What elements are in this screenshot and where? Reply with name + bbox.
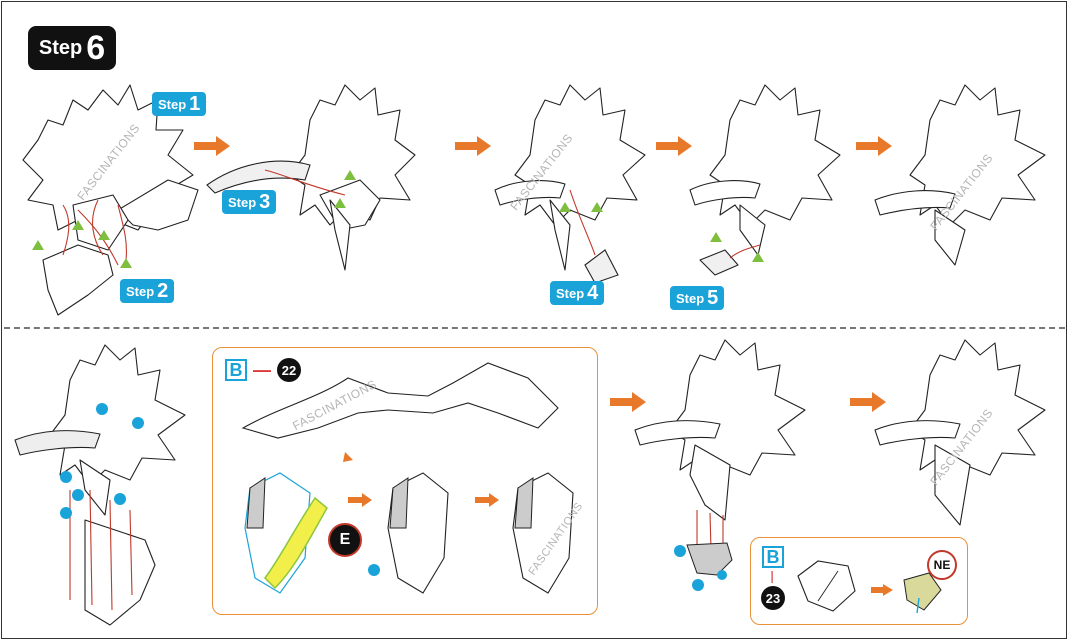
step4-callout-word: Step [556,285,585,301]
fold-step-b [387,472,449,594]
orange-right-arrow-icon [610,392,646,412]
orange-right-arrow-icon [856,136,892,156]
flat-part-23 [797,560,856,612]
step2-callout-word: Step [126,283,155,299]
part-code-dash: — [253,359,271,380]
fold-step-c [512,472,574,594]
model-drawing-7 [634,339,806,551]
orange-down-left-arrow-icon [343,446,359,462]
part-jaw-step3 [206,160,346,196]
step2-callout-number: 2 [157,279,169,302]
part-23-attach [674,542,733,591]
model-drawing-3 [494,84,646,271]
model-drawing-6 [14,344,186,626]
part-number-circle: 23 [761,586,785,610]
folded-part-23 [903,572,942,614]
sheet-letter-box: B [762,546,784,568]
model-drawing-8 [874,339,1046,526]
step5-callout: Step 5 [670,286,725,310]
blue-dot-markers-left [60,403,144,519]
step5-callout-word: Step [676,290,705,306]
model-drawing-2 [289,84,416,271]
step3-callout-number: 3 [259,190,271,213]
orange-right-arrow-icon [475,493,499,507]
part-code-dash: — [766,571,780,583]
sheet-letter-box: B [225,359,247,381]
step3-callout: Step 3 [222,190,277,214]
detail-panel-part-22: B — 22 FASCINATIONS E [212,347,598,615]
step1-callout-number: 1 [189,92,201,115]
model-drawing-5 [874,84,1046,266]
step2-callout: Step 2 [120,279,175,303]
detail-panel-part-23: B — 23 NE [750,537,968,625]
step4-callout-number: 4 [587,281,599,304]
flat-part-22 [241,362,559,439]
orange-right-arrow-icon [871,584,893,596]
step-badge-word: Step [38,36,83,59]
fold-step-a [244,472,328,594]
tab-label-circle: NE [927,550,957,580]
part-code-22: B — 22 [225,358,301,382]
model-drawing-1 [22,84,199,316]
part-number-circle: 22 [277,358,301,382]
orange-right-arrow-icon [850,392,886,412]
section-divider [4,327,1065,329]
step3-callout-word: Step [228,194,257,210]
orange-right-arrow-icon [348,493,372,507]
step5-callout-number: 5 [707,286,719,309]
part-code-23: B — 23 [761,546,785,610]
orange-right-arrow-icon [455,136,491,156]
step1-callout-word: Step [158,96,187,112]
tab-letter-circle: E [328,523,362,557]
step-badge-number: 6 [86,29,106,67]
part-snout-step4 [584,249,619,284]
step-badge: Step 6 [28,26,116,70]
step1-callout: Step 1 [152,92,207,116]
orange-right-arrow-icon [194,136,230,156]
model-drawing-4 [689,84,841,276]
blue-dot-marker-icon [368,564,380,576]
step4-callout: Step 4 [550,281,605,305]
orange-right-arrow-icon [656,136,692,156]
